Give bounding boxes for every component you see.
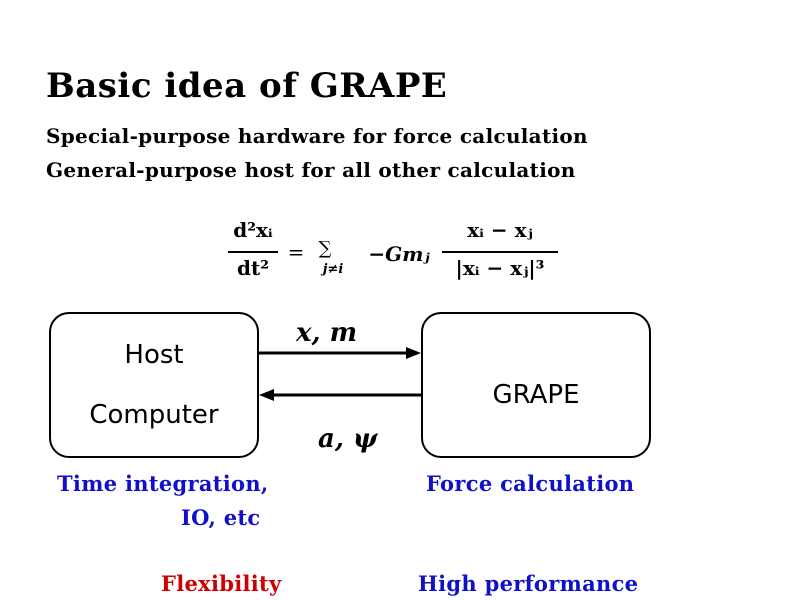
host-role-line1: Time integration, bbox=[57, 471, 269, 496]
rhs-fraction-bar bbox=[442, 251, 558, 253]
coefficient: −Gmⱼ bbox=[368, 242, 430, 266]
host-label-line1: Host bbox=[124, 340, 184, 370]
sum-subscript: j≠i bbox=[322, 262, 344, 277]
rhs-numerator: xᵢ − xⱼ bbox=[467, 218, 533, 242]
host-benefit: Flexibility bbox=[161, 571, 282, 596]
grape-label: GRAPE bbox=[492, 380, 580, 410]
description-line-2: General-purpose host for all other calcu… bbox=[46, 158, 576, 182]
description-line-1: Special-purpose hardware for force calcu… bbox=[46, 124, 588, 148]
host-role-line2: IO, etc bbox=[181, 505, 261, 530]
arrow-label-x-m: x, m bbox=[296, 318, 358, 348]
host-computer-box: Host Computer bbox=[49, 312, 259, 458]
host-label-line2: Computer bbox=[89, 400, 219, 430]
grape-role: Force calculation bbox=[426, 471, 635, 496]
equals-sign: = bbox=[287, 240, 305, 264]
rhs-denominator: |xᵢ − xⱼ|³ bbox=[455, 256, 545, 280]
lhs-numerator: d²xᵢ bbox=[233, 218, 273, 242]
lhs-fraction-bar bbox=[228, 251, 278, 253]
grape-benefit: High performance bbox=[418, 571, 639, 596]
sum-symbol: ∑ bbox=[318, 238, 332, 259]
grape-box: GRAPE bbox=[421, 312, 651, 458]
arrow-grape-to-host bbox=[259, 389, 421, 401]
slide-title: Basic idea of GRAPE bbox=[46, 66, 448, 106]
equation: d²xᵢ dt² = ∑ j≠i −Gmⱼ xᵢ − xⱼ |xᵢ − xⱼ|³ bbox=[226, 216, 566, 286]
lhs-denominator: dt² bbox=[237, 256, 269, 280]
arrow-host-to-grape bbox=[259, 347, 421, 359]
arrow-label-a-psi: a, ψ bbox=[318, 424, 378, 454]
